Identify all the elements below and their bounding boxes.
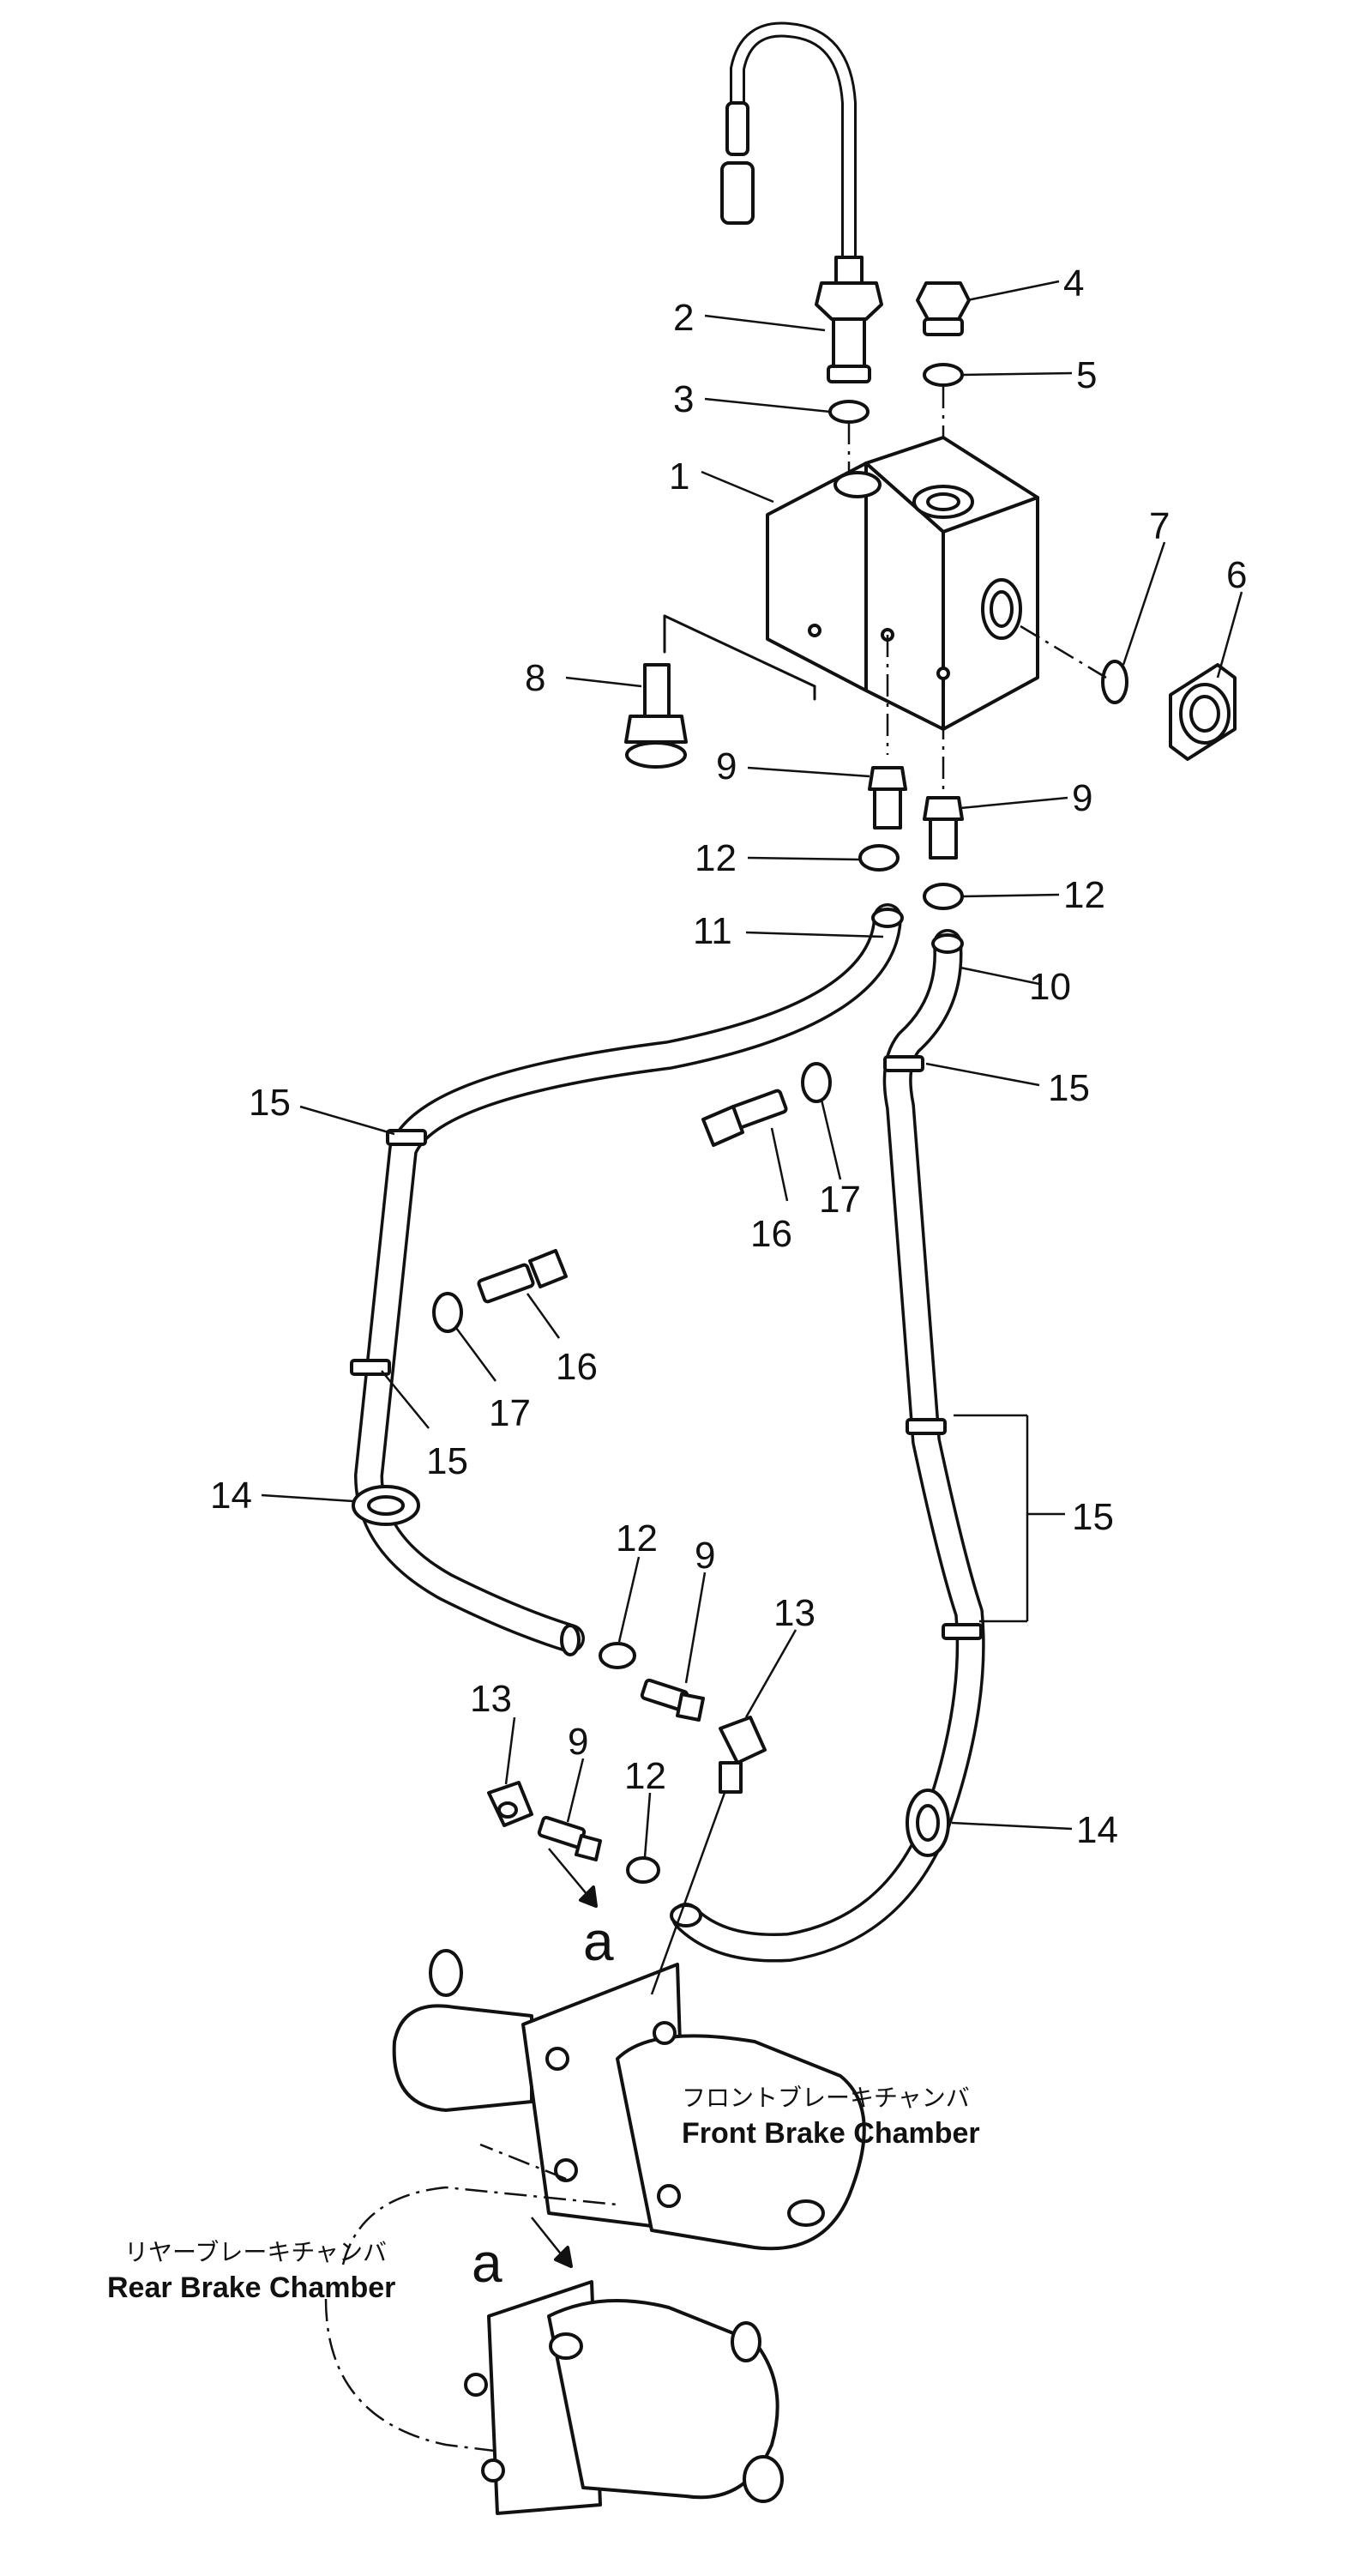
callout-12: 12 bbox=[616, 1517, 658, 1559]
elbow-fitting bbox=[487, 1781, 533, 1827]
o-ring bbox=[923, 363, 964, 387]
sensor-cable bbox=[720, 21, 857, 274]
callout-14: 14 bbox=[1076, 1809, 1118, 1851]
callout-4: 4 bbox=[1063, 262, 1084, 305]
o-ring bbox=[828, 400, 870, 424]
rear-brake-chamber-caption-jp: リヤーブレーキチャンバ bbox=[124, 2238, 387, 2266]
o-ring bbox=[1101, 660, 1128, 704]
callout-9: 9 bbox=[695, 1535, 715, 1577]
callout-16: 16 bbox=[750, 1213, 792, 1255]
callout-12: 12 bbox=[695, 837, 737, 879]
callout-13: 13 bbox=[470, 1678, 512, 1720]
hose-right bbox=[670, 929, 985, 1963]
marker-a-top: a bbox=[583, 1910, 614, 1972]
elbow-fitting bbox=[719, 1716, 767, 1794]
hose-fitting bbox=[640, 1678, 705, 1722]
callout-7: 7 bbox=[1149, 505, 1170, 547]
hose-clip bbox=[942, 1623, 983, 1640]
callout-labels: 1 2 3 4 5 6 7 8 9 9 10 11 12 12 15 15 16… bbox=[210, 262, 1247, 1851]
callout-12: 12 bbox=[1063, 874, 1105, 916]
callout-6: 6 bbox=[1226, 554, 1247, 596]
hose-fitting bbox=[537, 1815, 602, 1861]
cap-nut bbox=[1169, 663, 1237, 761]
hose-clip bbox=[350, 1359, 391, 1376]
hose-clamp bbox=[923, 883, 964, 910]
hose-fitting bbox=[923, 796, 964, 860]
callout-17: 17 bbox=[819, 1179, 861, 1221]
callout-9: 9 bbox=[716, 745, 737, 787]
callout-15: 15 bbox=[426, 1440, 468, 1482]
callout-8: 8 bbox=[525, 657, 545, 699]
callout-16: 16 bbox=[556, 1346, 598, 1388]
callout-13: 13 bbox=[773, 1592, 815, 1634]
hose-left bbox=[354, 903, 904, 1656]
washer bbox=[801, 1062, 832, 1103]
front-brake-chamber-caption-en: Front Brake Chamber bbox=[682, 2117, 980, 2150]
rear-brake-chamber bbox=[324, 2186, 784, 2515]
callout-15: 15 bbox=[1048, 1067, 1090, 1109]
marker-a-bottom: a bbox=[472, 2232, 502, 2294]
callout-17: 17 bbox=[489, 1392, 531, 1434]
switch-fitting bbox=[815, 256, 883, 383]
callout-15: 15 bbox=[249, 1082, 291, 1124]
front-brake-chamber-caption-jp: フロントブレーキチャンバ bbox=[682, 2084, 970, 2112]
callout-11: 11 bbox=[693, 910, 732, 952]
valve-block bbox=[766, 436, 1039, 731]
hose-clamp bbox=[858, 844, 900, 872]
grommet bbox=[352, 1485, 420, 1526]
callout-9: 9 bbox=[1072, 777, 1092, 819]
callout-15: 15 bbox=[1072, 1496, 1114, 1538]
hose-clamp bbox=[599, 1642, 636, 1669]
clip-bolt bbox=[701, 1089, 788, 1147]
bolt bbox=[624, 663, 688, 769]
callout-3: 3 bbox=[673, 378, 694, 420]
callout-9: 9 bbox=[568, 1721, 588, 1763]
hose-clip bbox=[386, 1129, 427, 1146]
hose-fitting bbox=[868, 766, 907, 830]
hose-clip bbox=[906, 1418, 947, 1435]
front-brake-chamber bbox=[392, 1949, 866, 2251]
hose-clip bbox=[883, 1055, 924, 1072]
washer bbox=[432, 1292, 463, 1333]
callout-1: 1 bbox=[669, 455, 689, 498]
callout-5: 5 bbox=[1076, 354, 1097, 396]
callout-2: 2 bbox=[673, 297, 694, 339]
grommet bbox=[906, 1789, 950, 1857]
rear-brake-chamber-caption-en: Rear Brake Chamber bbox=[107, 2271, 395, 2304]
clip-bolt bbox=[477, 1249, 568, 1304]
callout-14: 14 bbox=[210, 1475, 252, 1517]
callout-12: 12 bbox=[624, 1755, 666, 1797]
callout-10: 10 bbox=[1029, 966, 1071, 1008]
hose-clamp bbox=[626, 1856, 660, 1884]
plug bbox=[916, 281, 971, 336]
